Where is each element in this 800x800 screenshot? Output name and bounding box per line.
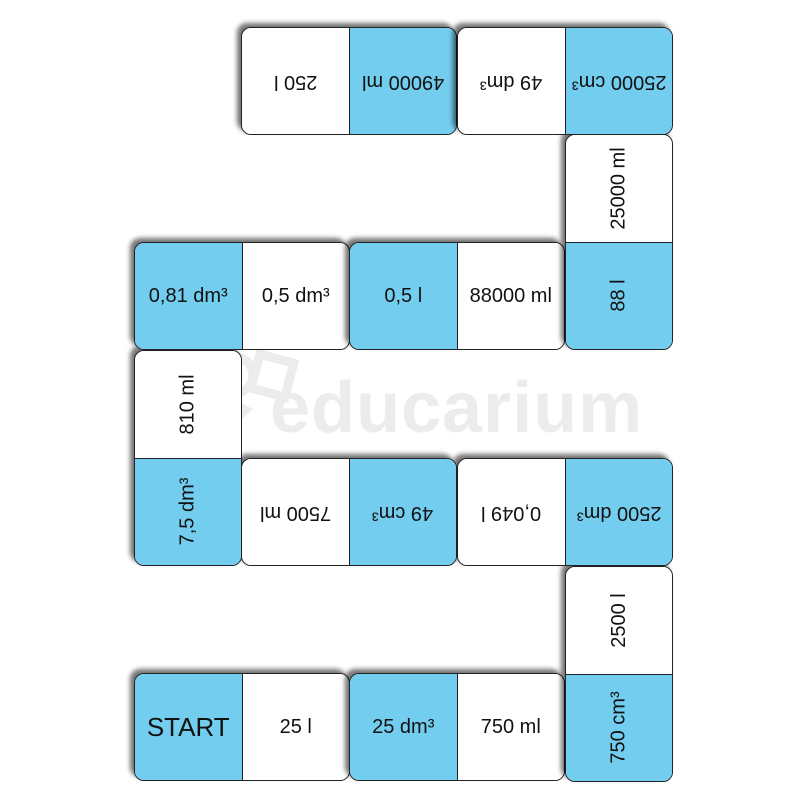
- domino-cell: 25000 ml: [566, 135, 672, 242]
- domino-cell: 750 ml: [456, 674, 564, 780]
- cell-value: 810 ml: [176, 374, 199, 435]
- cell-value: 25 dm³: [372, 715, 435, 738]
- domino-tile[interactable]: 2500 l 750 cm³: [565, 566, 673, 782]
- cell-value: 0,049 l: [481, 501, 542, 524]
- cell-value: 250 l: [273, 70, 317, 93]
- domino-tile[interactable]: 25 dm³ 750 ml: [349, 673, 565, 781]
- educarium-watermark: educarium: [200, 345, 642, 455]
- domino-tile[interactable]: 25000 ml 88 l: [565, 134, 673, 350]
- domino-cell: 49 cm³: [348, 459, 456, 565]
- cell-value: 2500 dm³: [576, 501, 662, 524]
- domino-cell: 88000 ml: [456, 243, 564, 349]
- watermark-text: educarium: [270, 368, 644, 448]
- domino-cell: 49000 ml: [348, 28, 456, 134]
- domino-cell: 0,81 dm³: [135, 243, 242, 349]
- domino-cell: 25000 cm³: [564, 28, 672, 134]
- cell-value: 2500 l: [607, 593, 630, 648]
- cell-value: 49 dm³: [480, 70, 543, 93]
- cell-value: 750 ml: [480, 715, 541, 738]
- domino-cell: 250 l: [242, 28, 349, 134]
- domino-cell: START: [135, 674, 242, 780]
- cell-value: 88000 ml: [469, 284, 552, 307]
- domino-cell: 88 l: [566, 241, 672, 349]
- domino-cell: 810 ml: [135, 351, 241, 458]
- domino-cell: 25 dm³: [350, 674, 457, 780]
- domino-cell: 750 cm³: [566, 673, 672, 781]
- cell-value: 49000 ml: [361, 70, 444, 93]
- cell-value: 0,5 l: [384, 284, 423, 307]
- cell-value: 750 cm³: [607, 691, 630, 764]
- cell-value: 0,5 dm³: [261, 284, 330, 307]
- domino-cell: 2500 l: [566, 567, 672, 674]
- domino-cell: 0,5 l: [350, 243, 457, 349]
- cell-value: 0,81 dm³: [148, 284, 228, 307]
- domino-tile[interactable]: 7500 ml 49 cm³: [241, 458, 457, 566]
- domino-cell: 7,5 dm³: [135, 457, 241, 565]
- domino-start[interactable]: START 25 l: [134, 673, 350, 781]
- cell-value: 25 l: [279, 715, 312, 738]
- domino-cell: 0,5 dm³: [241, 243, 349, 349]
- cell-value: 7500 ml: [259, 501, 331, 524]
- cell-value: 25000 ml: [607, 147, 630, 230]
- domino-cell: 7500 ml: [242, 459, 349, 565]
- cell-value: 7,5 dm³: [176, 477, 199, 546]
- domino-cell: 0,049 l: [458, 459, 565, 565]
- domino-cell: 2500 dm³: [564, 459, 672, 565]
- domino-cell: 25 l: [241, 674, 349, 780]
- domino-tile[interactable]: 0,049 l 2500 dm³: [457, 458, 673, 566]
- domino-tile[interactable]: 810 ml 7,5 dm³: [134, 350, 242, 566]
- cell-value: 25000 cm³: [571, 70, 667, 93]
- cell-value: 88 l: [607, 279, 630, 312]
- domino-tile[interactable]: 0,81 dm³ 0,5 dm³: [134, 242, 350, 350]
- domino-cell: 49 dm³: [458, 28, 565, 134]
- domino-tile[interactable]: 49 dm³ 25000 cm³: [457, 27, 673, 135]
- domino-tile[interactable]: 0,5 l 88000 ml: [349, 242, 565, 350]
- cell-value: START: [146, 711, 230, 742]
- domino-tile[interactable]: 250 l 49000 ml: [241, 27, 457, 135]
- cell-value: 49 cm³: [372, 501, 434, 524]
